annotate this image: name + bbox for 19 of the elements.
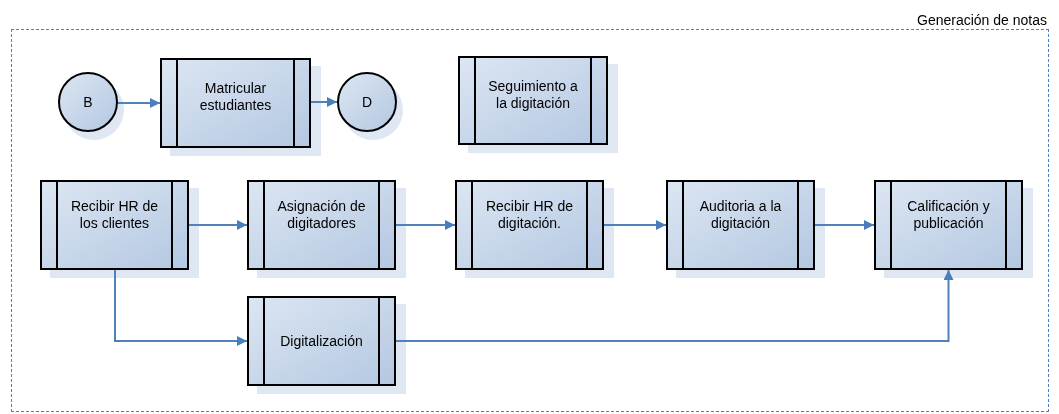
arrow [310, 97, 338, 107]
node-label: Recibir HR de los clientes [69, 198, 160, 232]
arrow [814, 220, 875, 230]
node-label: Recibir HR de digitación. [484, 198, 575, 232]
node-label: Seguimiento a la digitación [487, 77, 579, 112]
node-label: Asignación de digitadores [276, 198, 367, 232]
arrow [603, 220, 667, 230]
node-label: Matricular estudiantes [198, 80, 273, 114]
arrow [114, 269, 248, 346]
node-label: B [82, 93, 94, 111]
node-label: Auditoria a la digitación [698, 198, 783, 232]
arrow [395, 269, 954, 342]
node-label: Digitalización [279, 332, 364, 350]
arrow [188, 220, 248, 230]
node-label: Calificación y publicación [906, 198, 991, 232]
arrow [117, 98, 161, 108]
group-title: Generación de notas [917, 12, 1047, 28]
arrow [395, 220, 456, 230]
node-label: D [360, 93, 374, 111]
